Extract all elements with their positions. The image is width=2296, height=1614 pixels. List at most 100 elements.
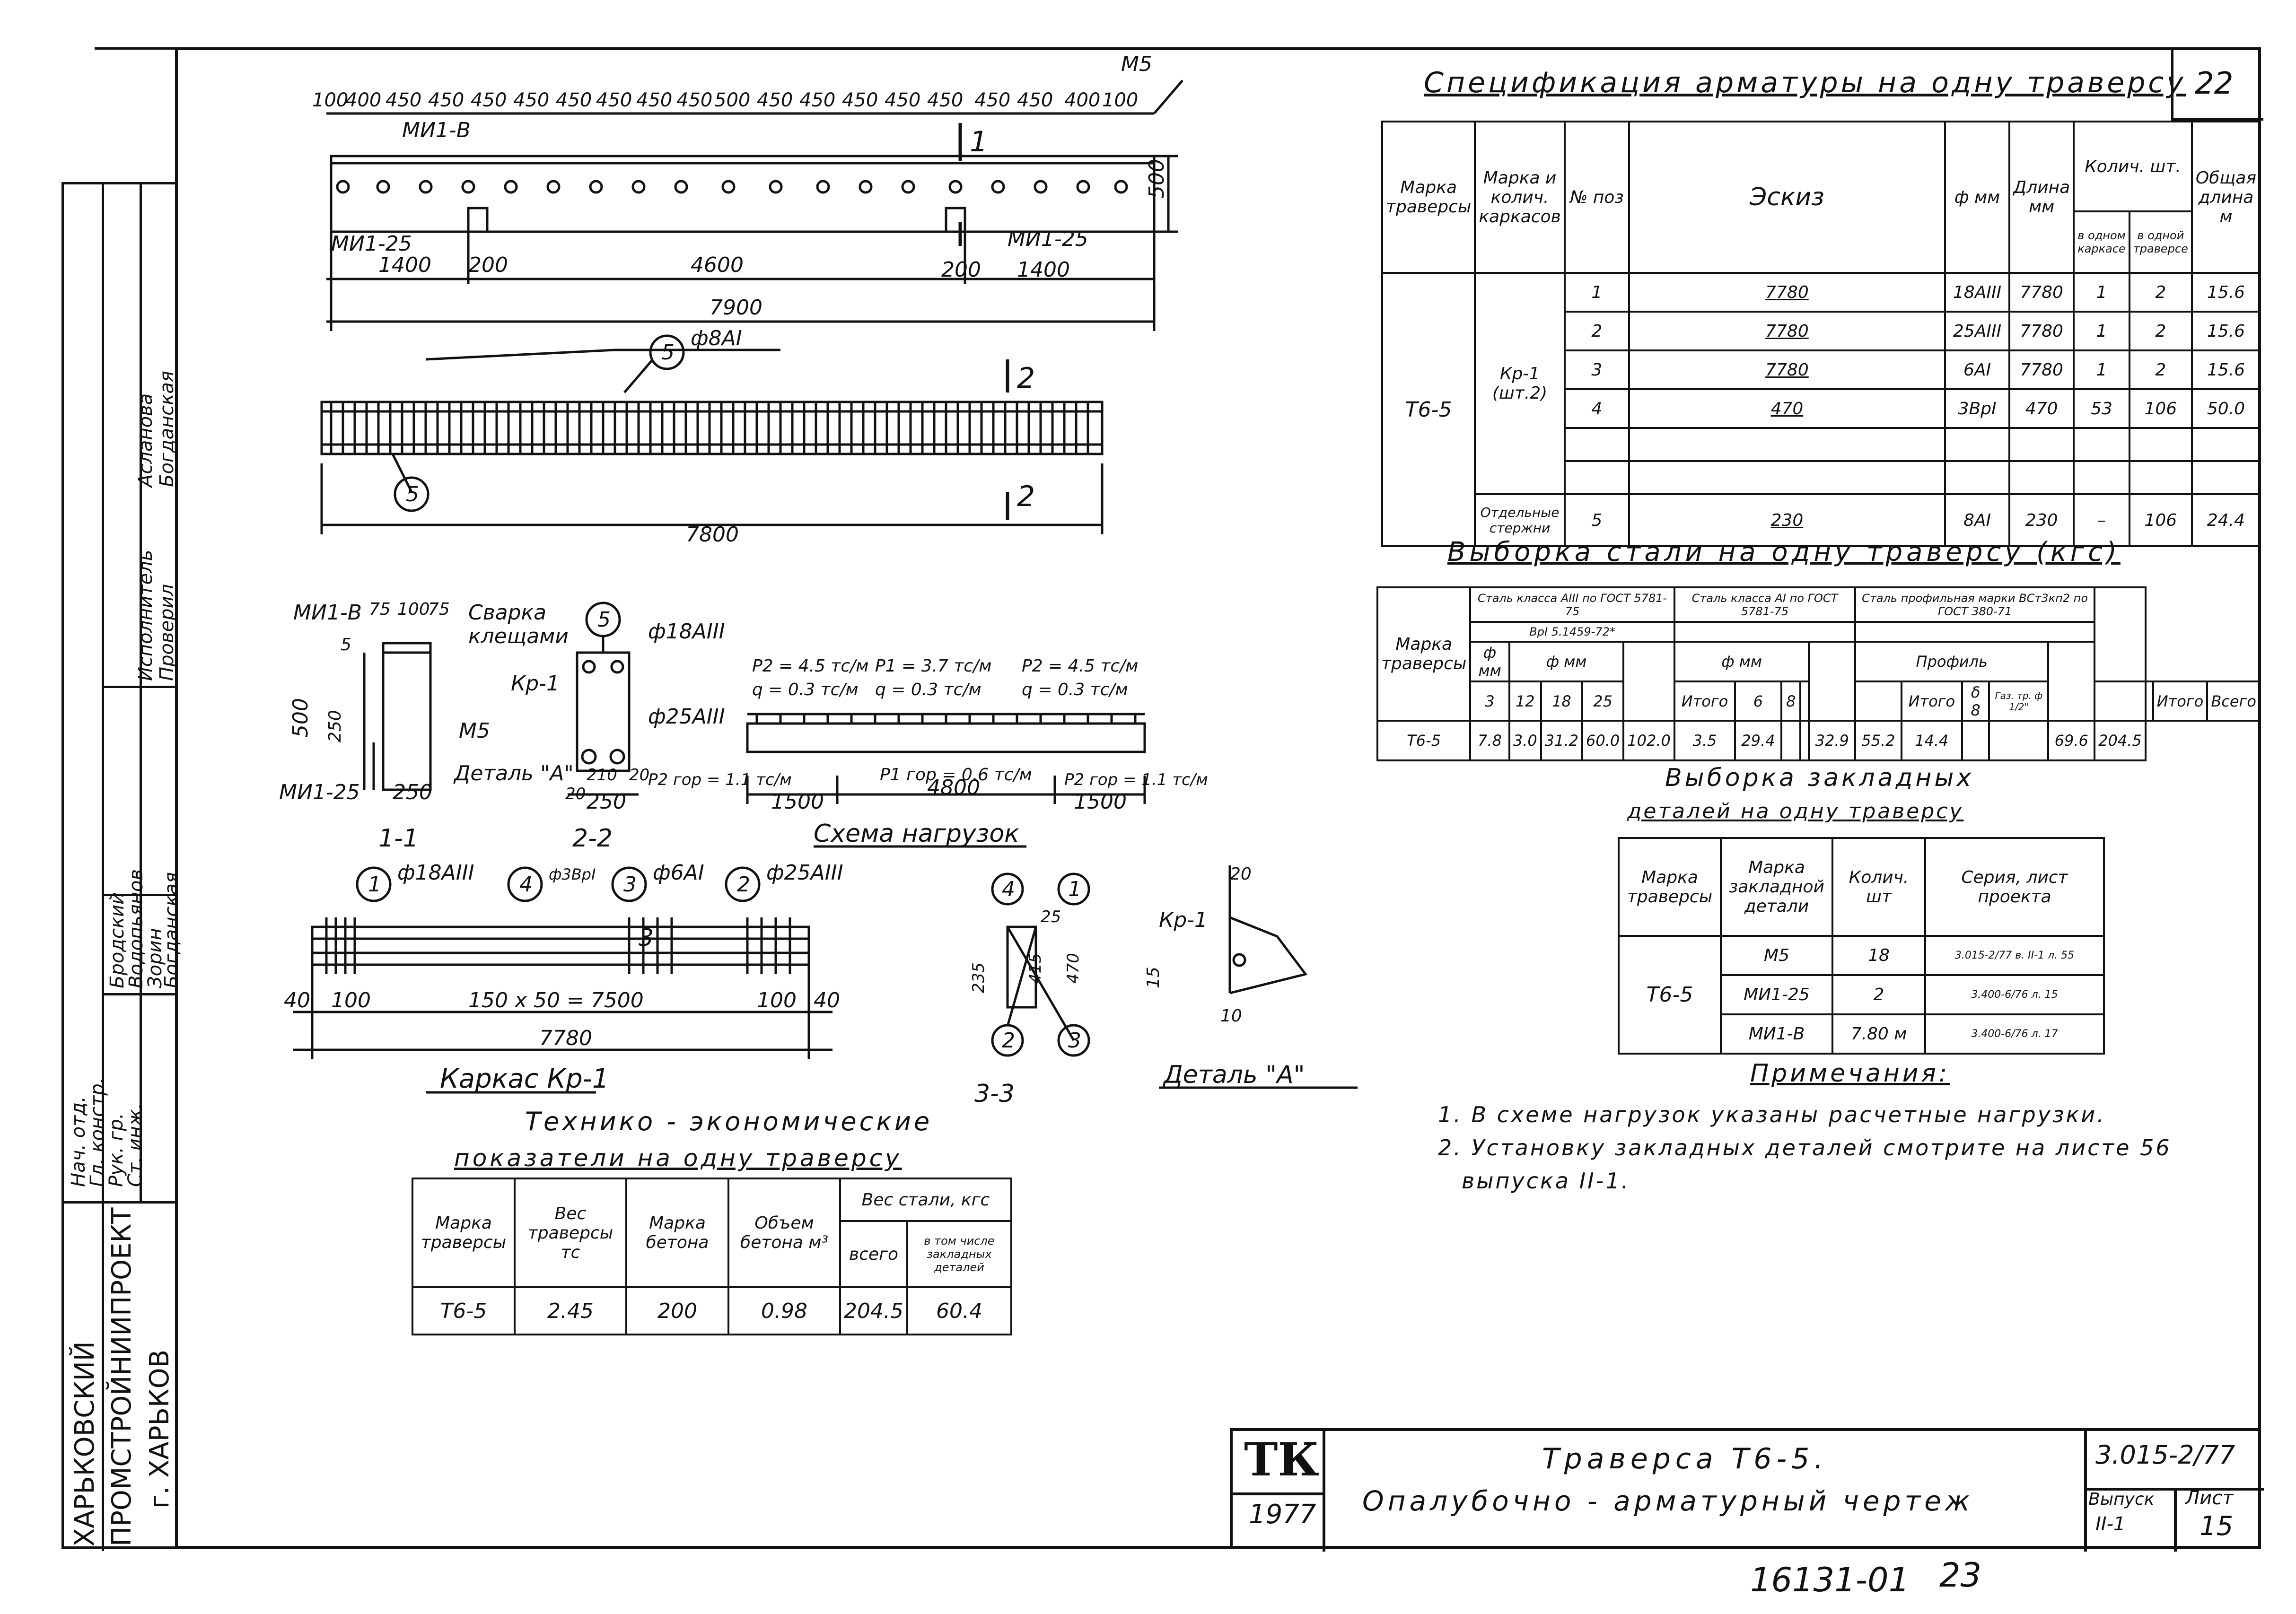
bolt-holes [336, 180, 1128, 194]
load-q-mid: q = 0.3 тс/м [875, 680, 981, 699]
detail-d15: 15 [1144, 967, 1163, 988]
callout-5-top [649, 334, 685, 370]
frame-dmid: 150 х 50 = 7500 [468, 988, 644, 1012]
load-p2gor-right: P2 гор = 1.1 тс/м [1064, 770, 1208, 789]
steel-h-group2: Сталь класса АI по ГОСТ 5781-75 [1673, 586, 1857, 623]
embedded-table: Марка траверсы Марка закладной детали Ко… [1618, 837, 2105, 1055]
sec-d250b: 250 [393, 780, 432, 804]
spec-r2-total: 15.6 [2191, 311, 2261, 351]
sec-f25: ф25АIII [648, 705, 725, 729]
corner-mark [95, 47, 175, 50]
dim-1400-left: 1400 [378, 253, 431, 277]
section-11-outline [382, 651, 432, 791]
dim-top-6: 450 [513, 89, 549, 111]
label-mi125-left: МИ1-25 [331, 232, 412, 256]
detail-d10: 10 [1220, 1006, 1242, 1026]
spec-r5-qt: 106 [2128, 493, 2193, 547]
steel-v-9: 55.2 [1854, 720, 1902, 761]
s33-p2: 2 [1002, 1029, 1015, 1053]
tep-h-beton: Марка бетона [625, 1178, 729, 1288]
load-q-right: q = 0.3 тс/м [1022, 680, 1128, 699]
title-line-2: Опалубочно - арматурный чертеж [1362, 1485, 1974, 1517]
load-p1: P1 = 3.7 тс/м [875, 656, 991, 676]
steel-h-fmm: ф мм [1469, 641, 1510, 682]
frame-pos4-spec: ф3ВрI [549, 865, 596, 883]
section-33 [1006, 925, 1037, 1009]
steel-v-3: 31.2 [1540, 720, 1583, 761]
emb-marka: Т6-5 [1618, 935, 1722, 1055]
emb-r3-series: 3.400-6/76 л. 17 [1924, 1013, 2105, 1055]
spec-h-qty: Колич. шт. [2073, 121, 2193, 212]
section-11-title: 1-1 [378, 824, 419, 853]
tep-v-marka: Т6-5 [412, 1286, 516, 1335]
spec-h-qty-trav: в одной траверсе [2128, 210, 2193, 274]
load-p2-left: P2 = 4.5 тс/м [752, 656, 868, 676]
frame-pos1-spec: ф18АIII [397, 861, 474, 885]
steel-h-d8: Газ. тр. ф 1/2" [1988, 680, 2050, 722]
load-p2-right: P2 = 4.5 тс/м [1022, 656, 1138, 676]
frame-pos4: 4 [519, 872, 533, 897]
tep-h-zakl: в том числе закладных деталей [906, 1220, 1013, 1288]
dim-top-10: 450 [676, 89, 712, 111]
emb-r3-name: МИ1-В [1720, 1013, 1833, 1055]
emb-r2-name: МИ1-25 [1720, 974, 1833, 1016]
emb-h-series: Серия, лист проекта [1924, 837, 2105, 937]
load-d4800: 4800 [927, 776, 980, 800]
sheet-tag-box [2171, 47, 2263, 121]
emb-r1-name: М5 [1720, 935, 1833, 977]
frame-pos3-spec: ф6АI [653, 861, 704, 885]
steel-h-itogo1: Итого [1673, 680, 1736, 722]
embedded-title-1: Выборка закладных [1665, 764, 1974, 792]
dim-top-17: 450 [974, 89, 1010, 111]
title-sheet-value: 15 [2200, 1511, 2234, 1542]
dim-top-16: 450 [927, 89, 963, 111]
steel-h-group1: Сталь класса АIII по ГОСТ 5781-75 [1469, 586, 1675, 623]
frame-d40b: 40 [814, 988, 840, 1012]
steel-h-d2: 12 [1508, 680, 1542, 722]
spec-r5-total: 24.4 [2191, 493, 2261, 547]
steel-v-marka: Т6-5 [1376, 720, 1472, 761]
spec-r3-total: 15.6 [2191, 349, 2261, 390]
steel-h-marka: Марка траверсы [1376, 586, 1472, 722]
steel-h-itogo3: Итого [2152, 680, 2208, 722]
frame-kr1 [311, 925, 810, 966]
sec-svarka1: Сварка [468, 601, 546, 625]
tep-v-ves: 2.45 [514, 1286, 627, 1335]
dim-top-5: 450 [471, 89, 507, 111]
dim-top-18: 450 [1017, 89, 1053, 111]
spec-h-length: Длина мм [2008, 121, 2075, 274]
detail-d20: 20 [1230, 864, 1252, 884]
title-sheet-label: Лист [2185, 1487, 2234, 1509]
steel-v-7: 29.4 [1734, 720, 1782, 761]
dim-500: 500 [1145, 159, 1169, 199]
title-year: 1977 [1249, 1499, 1316, 1530]
tep-h-marka: Марка траверсы [412, 1178, 516, 1288]
sec-d500: 500 [289, 698, 313, 738]
spec-r2-qf: 1 [2073, 311, 2130, 351]
dim-4600: 4600 [691, 253, 744, 277]
bottom-stamp: 16131-01 [1750, 1561, 1910, 1599]
emb-h-marka: Марка траверсы [1618, 837, 1722, 937]
frame-title: Каркас Кр-1 [440, 1064, 609, 1094]
cage-stirrups [330, 402, 1089, 454]
frame-pos1: 1 [368, 872, 381, 897]
steel-v-1: 7.8 [1469, 720, 1510, 761]
load-p2gor-left: P2 гор = 1.1 тс/м [648, 770, 792, 789]
steel-v-11: 69.6 [2047, 720, 2096, 761]
spec-r3-qf: 1 [2073, 349, 2130, 390]
sec-d250c: 250 [587, 790, 626, 814]
frame-pos3: 3 [623, 872, 637, 897]
spec-r2-diam: 25АIII [1944, 311, 2011, 351]
spec-r5-diam: 8АI [1944, 493, 2011, 547]
spec-karkas-sep: Отдельные стержни [1474, 493, 1566, 547]
frame-d40a: 40 [284, 988, 310, 1012]
dim-top-1: 100 [312, 89, 348, 111]
emb-r1-qty: 18 [1832, 935, 1926, 977]
title-series: 3.015-2/77 [2095, 1440, 2235, 1470]
section-22-title: 2-2 [572, 824, 613, 853]
title-issue-value: II-1 [2095, 1513, 2126, 1535]
s33-d25: 25 [1041, 907, 1061, 926]
spec-r3-length: 7780 [2008, 349, 2075, 390]
spec-r3-diam: 6АI [1944, 349, 2011, 390]
sec-d75b: 75 [428, 600, 450, 619]
